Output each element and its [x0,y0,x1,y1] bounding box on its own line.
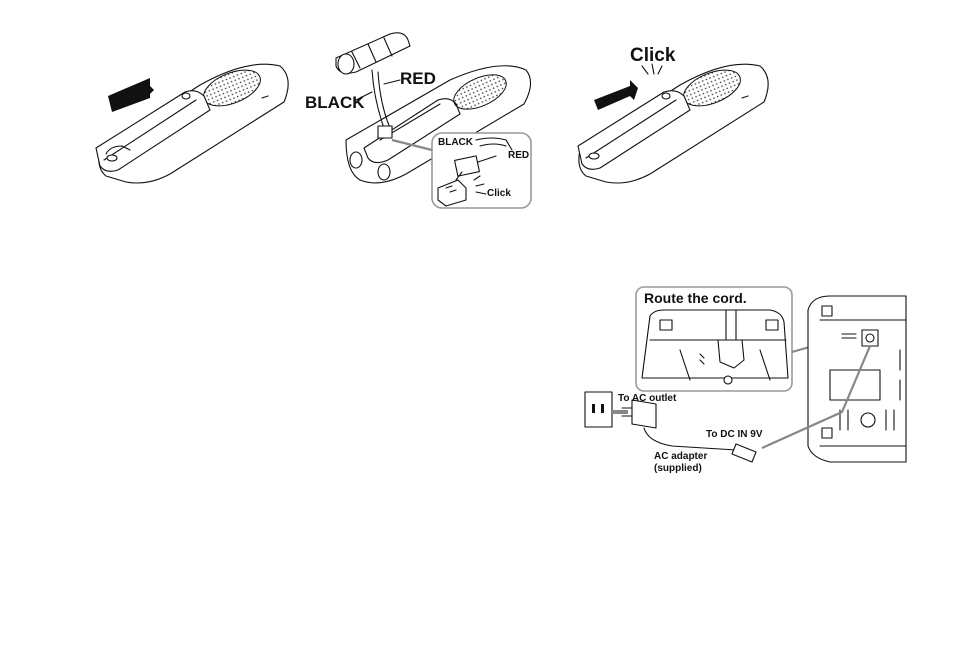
plug-arrow [612,410,628,414]
slide-arrow-right [594,80,638,110]
click-large-label: Click [630,45,676,66]
wall-outlet [585,392,612,427]
to-dc-in-label: To DC IN 9V [706,429,763,440]
dc-plug [732,444,756,462]
cover-screw [182,93,190,99]
ac-adapter [632,400,656,428]
to-ac-outlet-label: To AC outlet [618,393,677,404]
black-inset-label: BLACK [438,137,474,148]
battery-pack [336,33,410,74]
handset-cover-open-step [96,63,288,183]
base-unit-connection: Route the cord. To AC outlet [585,287,906,474]
battery-connect-step: BLACK RED BLACK RED Click [305,33,531,208]
black-label: BLACK [305,93,365,112]
ac-adapter-label-line1: AC adapter [654,451,707,462]
red-inset-label: RED [508,150,529,161]
ac-adapter-label-line2: (supplied) [654,463,702,474]
click-small-label: Click [487,188,511,199]
handset-cover-close-step: Click [578,45,768,183]
cord-plug-detail [726,310,736,344]
slide-arrow-left [108,78,154,112]
handset-connector [378,126,392,138]
red-leader [384,80,400,84]
red-label: RED [400,69,436,88]
route-cord-label: Route the cord. [644,290,747,306]
